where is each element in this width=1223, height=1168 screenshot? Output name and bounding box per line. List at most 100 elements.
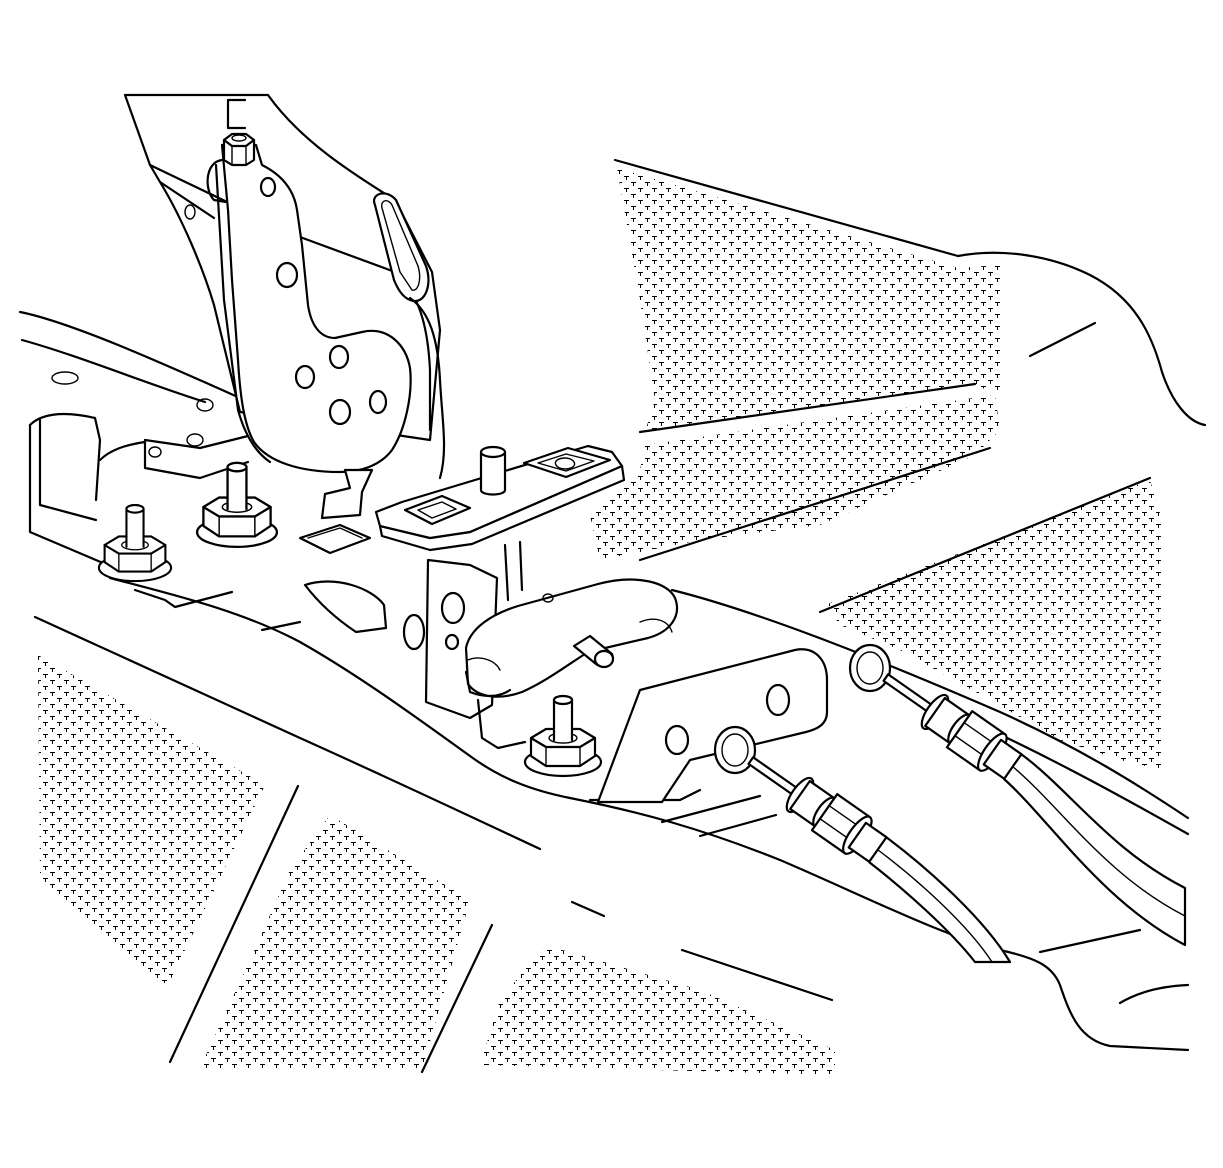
- base-hole: [196, 398, 214, 412]
- tunnel-inner-edge-left: [20, 338, 207, 404]
- arm-pivot-pin-end: [593, 649, 615, 669]
- base-hole: [186, 433, 204, 447]
- bracket-plate: [220, 143, 412, 474]
- plate-hole: [765, 683, 791, 717]
- tunnel-top-edge-left: [18, 310, 242, 400]
- cable-core: [877, 849, 993, 963]
- arm-hole: [542, 593, 554, 603]
- bracket-clip-tab: [320, 468, 374, 520]
- bracket-base-block: [143, 438, 250, 480]
- base-hole: [148, 446, 162, 458]
- pad-outline: [98, 440, 147, 462]
- tunnel-channel-line: [698, 813, 778, 838]
- bracket-hole: [259, 176, 277, 198]
- top-nut-facets: [231, 145, 247, 166]
- bracket-flange-edge: [214, 163, 272, 464]
- cable-end-eyelet: [713, 725, 757, 775]
- tunnel-channel-line: [1038, 928, 1142, 954]
- support-rib: [503, 540, 524, 602]
- shift-cable-lower: [713, 725, 1012, 964]
- mounting-nut-left: [97, 504, 173, 583]
- locating-pin-top: [479, 445, 507, 459]
- clip-lock-tab: [554, 457, 576, 470]
- carpet-regions: [38, 168, 1162, 1075]
- arm-clip-end: [639, 618, 673, 633]
- floor-edge-top: [613, 158, 960, 258]
- bracket-base-block: [143, 434, 250, 450]
- cable-end-eyelet: [848, 643, 892, 693]
- cable-core: [1011, 765, 1186, 917]
- carpet-region-lower-right: [480, 945, 835, 1075]
- plate-body: [596, 648, 829, 804]
- bracket-hole: [275, 261, 299, 289]
- tunnel-top-edge-right: [670, 588, 1190, 820]
- support-leg-bolt: [444, 633, 460, 651]
- floor-rib: [420, 923, 494, 1074]
- floor-slot-inner: [307, 527, 363, 539]
- bracket-hole: [328, 344, 350, 370]
- cable-end-fitting: [747, 756, 888, 863]
- tunnel-notch: [133, 588, 234, 609]
- retaining-wire-loop-inner: [380, 200, 421, 291]
- bracket-hole: [328, 398, 352, 426]
- support-leg-hole: [440, 591, 466, 625]
- carpet-region-middle: [590, 395, 1000, 560]
- shift-cable-upper: [848, 643, 1187, 947]
- tunnel-lower-edge: [680, 948, 834, 1002]
- cable-retainer-clip-right: [522, 446, 612, 479]
- cable-sheath: [867, 835, 1012, 964]
- arm-body: [464, 578, 678, 698]
- cable-support-assembly: [374, 444, 626, 720]
- carpet-region-lower-middle: [200, 815, 470, 1070]
- cable-retainer-clip-left: [403, 494, 472, 526]
- tunnel-channel-line: [660, 794, 762, 824]
- fitting-sheath-ferrule: [847, 821, 888, 863]
- arm-lower-bracket: [476, 698, 527, 750]
- top-nut-stud: [231, 134, 247, 142]
- tunnel-embossed-bump: [303, 580, 388, 634]
- tunnel-end-hook: [1118, 983, 1190, 1005]
- tunnel-crossmember: [18, 310, 1190, 1052]
- support-panel-top-cap: [226, 98, 247, 130]
- top-nut-face: [222, 132, 256, 148]
- shifter-mounting-bracket: [206, 132, 412, 555]
- cable-retainer-clip-left-inner: [417, 501, 457, 519]
- pad-outline: [28, 412, 102, 502]
- floor-rib: [818, 476, 1152, 614]
- bracket-top-lip: [206, 158, 228, 204]
- floor-rib: [168, 784, 300, 1064]
- locating-pin: [479, 450, 507, 496]
- floor-rib: [638, 446, 992, 562]
- carpet-region-right: [825, 480, 1162, 770]
- arm-fork-end: [464, 670, 512, 697]
- left-mounting-pad: [28, 371, 250, 522]
- carpet-region-lower-left: [38, 655, 265, 985]
- tunnel-lower-edge: [570, 900, 606, 918]
- support-panel-hole: [184, 204, 196, 220]
- floor-slot: [298, 523, 372, 555]
- pad-outline: [38, 418, 98, 522]
- tunnel-bottom-edge: [108, 576, 1190, 1052]
- floor-edge-right-curve: [956, 251, 1207, 427]
- shift-lever-arm: [464, 578, 678, 750]
- plate-hole: [664, 724, 690, 756]
- mounting-nut-right: [523, 694, 603, 778]
- tunnel-left-wall: [28, 423, 112, 568]
- pad-hole: [51, 371, 79, 385]
- cable-end-eyelet-hole: [721, 733, 749, 767]
- bracket-hole: [294, 364, 316, 390]
- floor-pan-lines: [168, 158, 1207, 1074]
- carpet-region-upper: [617, 168, 1000, 432]
- cable-end-fitting: [882, 673, 1023, 780]
- bracket-hole: [368, 389, 388, 415]
- retaining-wire-loop: [372, 192, 430, 303]
- tunnel-notch: [260, 620, 302, 632]
- tunnel-lower-edge: [33, 615, 542, 851]
- floor-rib: [1028, 321, 1097, 358]
- support-panel-crease: [158, 180, 216, 220]
- retaining-wire: [408, 296, 446, 480]
- cable-retainer-clip-right-inner: [537, 453, 595, 472]
- fitting-sheath-ferrule: [982, 738, 1023, 780]
- arm-fork-end: [467, 657, 501, 671]
